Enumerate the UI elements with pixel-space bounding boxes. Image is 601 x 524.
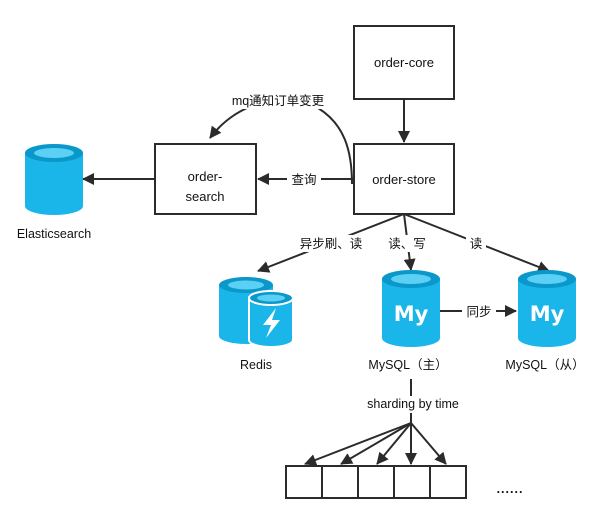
shard-arrow-1 <box>304 422 412 466</box>
shard-cell <box>321 465 359 499</box>
async-flush-read-label: 异步刷、读 <box>300 237 363 251</box>
order-search-label-line2: search <box>185 189 224 204</box>
lightning-icon <box>263 308 280 338</box>
read-write-label: 读、写 <box>388 237 426 251</box>
query-label: 查询 <box>291 173 316 187</box>
shard-table-row <box>285 465 467 499</box>
elasticsearch-icon <box>25 144 83 215</box>
mysql-slave-label: MySQL（从） <box>505 358 584 372</box>
order-core-label: order-core <box>374 55 434 70</box>
sync-label: 同步 <box>466 305 491 319</box>
shard-cell <box>357 465 395 499</box>
shard-cell <box>393 465 431 499</box>
shard-cell <box>285 465 323 499</box>
sharding-label: sharding by time <box>367 397 459 411</box>
redis-icon <box>219 277 294 348</box>
mysql-slave-logo: My <box>530 302 565 326</box>
shard-more-ellipsis: ...... <box>497 482 524 496</box>
shard-cell <box>429 465 467 499</box>
mysql-master-logo: My <box>394 302 429 326</box>
shard-arrow-3 <box>376 422 412 465</box>
mysql-master-label: MySQL（主） <box>368 358 447 372</box>
shard-arrow-2 <box>340 422 412 465</box>
order-search-label-line1: order- <box>188 169 223 184</box>
order-core-node: order-core <box>353 25 455 100</box>
order-store-label: order-store <box>372 172 436 187</box>
shard-arrow-5 <box>410 422 447 465</box>
read-label: 读 <box>470 237 483 251</box>
mq-notify-label: mq通知订单变更 <box>232 93 325 108</box>
redis-label: Redis <box>240 358 272 372</box>
elasticsearch-label: Elasticsearch <box>17 227 91 241</box>
mysql-master-icon: My <box>382 270 440 347</box>
order-search-node: order- search <box>154 143 257 215</box>
order-store-node: order-store <box>353 143 455 215</box>
mysql-slave-icon: My <box>518 270 576 347</box>
